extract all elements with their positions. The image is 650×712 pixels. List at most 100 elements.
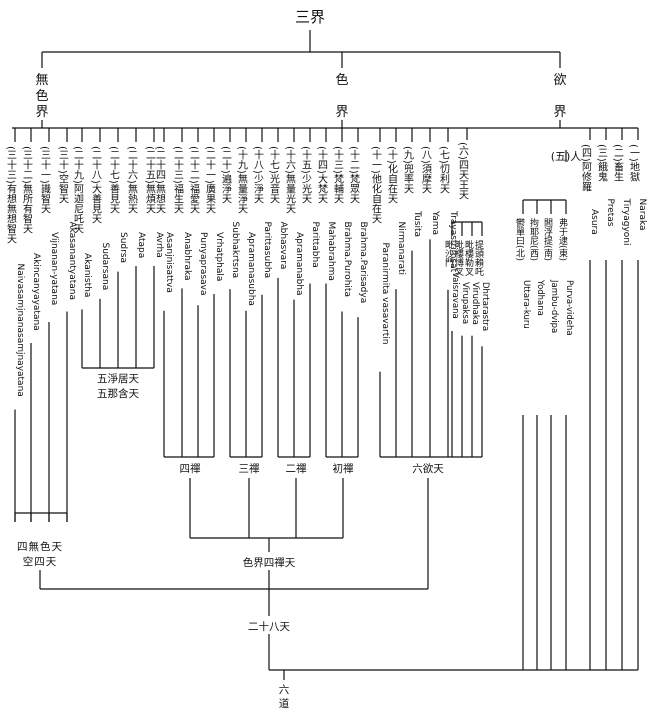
heaven-column: (二十二)福愛天 Punyaprasava — [188, 128, 208, 457]
heaven-en-label: Brahma.Parisadya — [358, 222, 368, 304]
six-desire-label: 六欲天 — [412, 462, 444, 475]
heaven-en-label: Apramanasubha — [246, 232, 256, 306]
heaven-cn-label: (三十)空智天 — [57, 146, 69, 205]
heaven-column: (三十三)有想無想智天 Naivasamjnanasamjnayatana — [5, 128, 25, 522]
heaven-en-label: Yama — [430, 210, 440, 235]
king-en-label: Virupaksa — [460, 282, 470, 324]
lower-cn-label: (二)畜生 — [612, 144, 624, 182]
heaven-cn-label: (二十六)無熱天 — [126, 146, 138, 215]
king-cn-label: 提頭賴吒 — [473, 240, 484, 276]
heaven-en-label: Punyaprasava — [198, 232, 208, 296]
continent-cn-label: 鬱單曰(北) — [514, 217, 525, 261]
heaven-cn-label: (三十二)無所有智天 — [21, 146, 33, 235]
realm-desire-char: 欲 — [553, 72, 566, 88]
heaven-cn-label: (十八)少淨天 — [252, 146, 264, 205]
heaven-column: (二十八)大善見天 Sudarsana — [90, 128, 110, 368]
continent-cn-label: 拘耶尼(西) — [528, 217, 539, 261]
continent-en-label: Uttara-kuru — [521, 280, 531, 329]
heaven-cn-label: (二十三)福生天 — [172, 146, 184, 215]
heaven-cn-label: (二十九)阿迦尼吒天 — [72, 146, 84, 235]
heaven-cn-label: (十七)光音天 — [268, 146, 280, 205]
realm-formless-label: 無 色 界 — [35, 73, 48, 120]
heaven-cn-label: (三十三)有想無想智天 — [5, 146, 17, 245]
tree-connectors — [12, 30, 639, 680]
six-paths-label: 道 — [279, 697, 290, 710]
heaven-cn-label: (十二)梵眾天 — [348, 146, 360, 205]
lower-cn-label: (四)阿修羅 — [580, 144, 592, 193]
sub-branches: (六)四天王天毗沙門Vaisravana毗樓博叉Virupaksa毗樓勒叉Vir… — [443, 128, 647, 457]
lower-en-label: Pretas — [605, 199, 615, 227]
heaven-column: (三十)空智天 Akasanantyatana — [57, 128, 77, 522]
continent-item: 閻浮提(南)Jambu-dvipa — [542, 218, 559, 333]
lower-cn-label: (三)餓鬼 — [596, 144, 608, 183]
heaven-cn-label: (二十八)大善見天 — [90, 146, 102, 225]
group-labels: 五淨居天 五那含天 四禪 三禪 二禪 初禪 六欲天 四無色天 空四天 色界四禪天… — [17, 373, 444, 710]
king-cn-label: 毗樓博叉 — [453, 240, 464, 277]
heaven-column: (十八)少淨天 Parittasubha — [252, 128, 272, 457]
heaven-en-label: Apramanabha — [294, 232, 304, 296]
realm-formless-char: 無 — [35, 73, 48, 88]
lower-realm-column: (三)餓鬼 Pretas — [596, 128, 615, 227]
heaven-en-label: Brahma.Purohita — [342, 222, 352, 297]
four-formless-label: 空四天 — [23, 555, 58, 568]
heaven-cn-label: (二十二)福愛天 — [188, 146, 200, 215]
humans-title: (五)人 — [551, 150, 582, 163]
king-cn-label: 毗樓勒叉 — [463, 240, 474, 277]
lower-en-label: Tiryagyoni — [621, 198, 631, 246]
heaven-en-label: Abhasvara — [278, 222, 288, 270]
heaven-cn-label: (二十五)無煩天 — [144, 146, 156, 215]
heaven-cn-label: (十一)他化自在天 — [370, 146, 382, 225]
continent-item: 拘耶尼(西) Yodhana — [528, 217, 545, 316]
heaven-column: (二十三)福生天 Anabhraka — [172, 128, 192, 457]
heaven-cn-label: (二十)遍淨天 — [220, 146, 232, 205]
heaven-en-label: Sudarsana — [100, 243, 110, 291]
heaven-en-label: Naivasamjnanasamjnayatana — [15, 264, 25, 397]
six-paths-label: 六 — [279, 684, 290, 696]
continent-cn-label: 弗于逮(東) — [557, 217, 568, 261]
realm-form-label: 色 界 — [335, 72, 348, 120]
heaven-en-label: Avrha — [154, 232, 164, 258]
four-dhyana-label: 四禪 — [180, 463, 201, 475]
heaven-en-label: Akasanantyatana — [67, 222, 77, 301]
first-dhyana-label: 初禪 — [333, 462, 354, 475]
king-en-label: Vaisravana — [450, 272, 460, 319]
realm-form-char: 色 — [335, 72, 348, 88]
heaven-cn-label: (二十七)善見天 — [108, 146, 120, 215]
heaven-column: (二十九)阿迦尼吒天 Akanistha — [72, 128, 92, 368]
continent-item: 鬱單曰(北) Uttara-kuru — [514, 217, 531, 329]
heaven-en-label: Akincanyayatana — [31, 253, 41, 331]
lower-cn-label: (一)地獄 — [628, 144, 640, 183]
heaven-en-label: Akanistha — [82, 253, 92, 297]
heaven-en-label: Parittasubha — [262, 222, 272, 279]
heaven-cn-label: (三十一)識智天 — [39, 146, 51, 215]
heaven-cn-label: (十)化自在天 — [386, 146, 398, 205]
heaven-en-label: Anabhraka — [182, 232, 192, 281]
realm-form-char: 界 — [335, 105, 348, 120]
realm-desire-label: 欲 界 — [553, 72, 566, 120]
heaven-column: (十七)光音天 Abhasvara — [268, 128, 288, 457]
lower-realm-column: (二)畜生 Tiryagyoni — [612, 128, 631, 246]
heaven-en-label: Asanjnisattva — [164, 232, 174, 293]
heaven-en-label: Tusita — [412, 210, 422, 237]
pure-abodes-label: 五淨居天 — [97, 373, 139, 385]
four-kings-branch: (六)四天王天毗沙門Vaisravana毗樓博叉Virupaksa毗樓勒叉Vir… — [443, 128, 490, 457]
heaven-column: (十二)梵眾天 Brahma.Parisadya — [348, 128, 368, 457]
heaven-en-label: Mahabrahma — [326, 222, 336, 281]
heaven-column: (三十二)無所有智天 Akincanyayatana — [21, 128, 41, 522]
three-dhyana-label: 三禪 — [239, 463, 260, 475]
heaven-cn-label: (七)忉利天 — [438, 146, 450, 195]
lower-realm-column: (一)地獄 Naraka — [628, 128, 647, 231]
continent-en-label: Yodhana — [535, 279, 545, 316]
pure-abodes-label: 五那含天 — [97, 387, 139, 400]
realm-formless-char: 色 — [35, 88, 48, 104]
lower-en-label: Naraka — [637, 199, 647, 231]
